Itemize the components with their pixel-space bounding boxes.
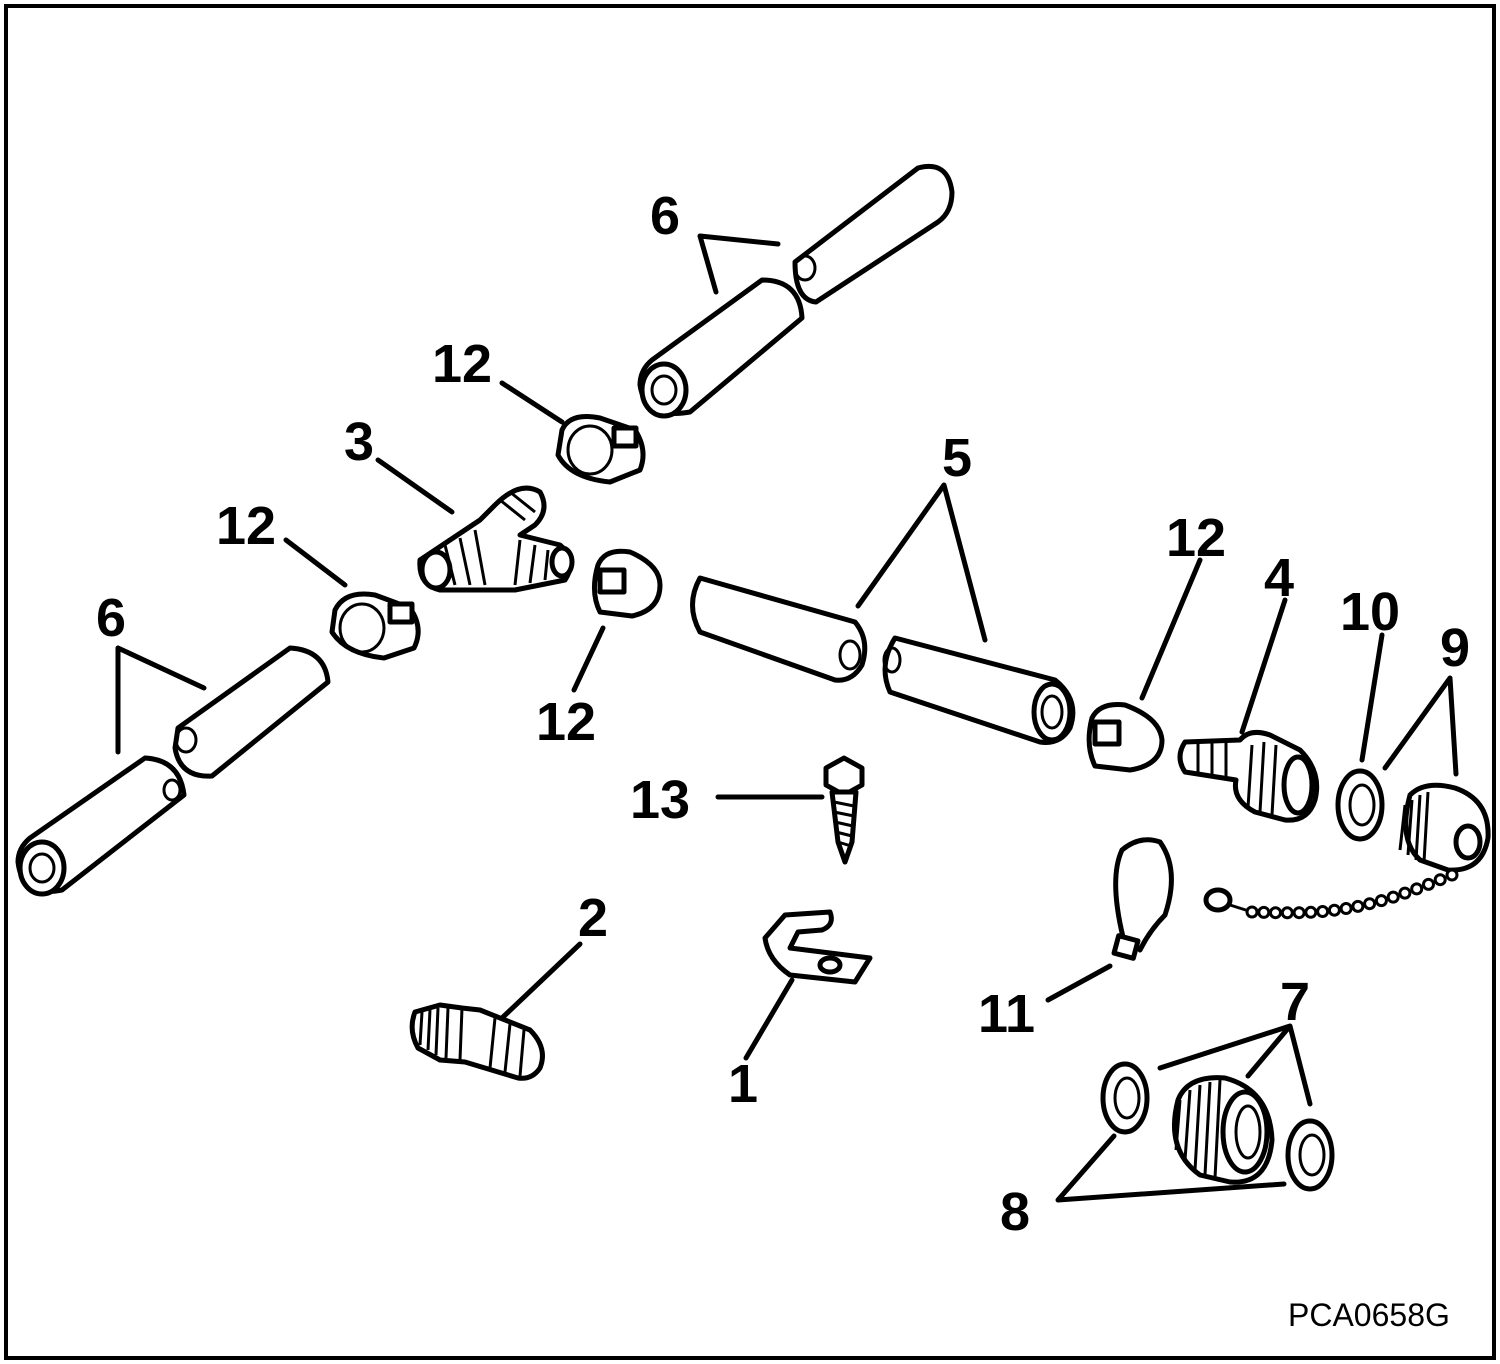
washer-8-left	[1100, 1061, 1150, 1135]
callout-6-top: 6	[650, 186, 680, 246]
chain-bead	[1257, 905, 1271, 919]
hose-fitting-4	[1177, 729, 1320, 823]
border	[4, 4, 1496, 1360]
callout-4: 4	[1264, 548, 1294, 608]
chain-bead	[1292, 906, 1306, 920]
chain-bead	[1280, 906, 1294, 920]
figure-code: PCA0658G	[1288, 1297, 1450, 1333]
hose-6-top-upper	[792, 164, 955, 305]
callout-12-left: 12	[216, 496, 276, 556]
callout-5: 5	[942, 428, 972, 488]
washer-8-right	[1285, 1118, 1335, 1192]
callout-12-right: 12	[1166, 508, 1226, 568]
cap-with-chain-9	[1203, 782, 1491, 914]
chain-bead	[1374, 894, 1388, 908]
hose-clamp-12-top	[555, 414, 646, 485]
hose-clamp-12-left	[329, 591, 421, 661]
hose-clamp-12-right	[1086, 702, 1165, 773]
callout-12-center: 12	[536, 692, 596, 752]
chain-bead	[1398, 886, 1412, 900]
callout-12-top: 12	[432, 334, 492, 394]
chain-bead	[1422, 877, 1435, 891]
callout-11: 11	[978, 984, 1035, 1044]
callout-7: 7	[1280, 972, 1310, 1032]
chain-bead	[1269, 906, 1282, 920]
callout-9: 9	[1440, 618, 1470, 678]
chain-bead	[1445, 868, 1459, 882]
callout-13: 13	[630, 770, 690, 830]
callout-8: 8	[1000, 1182, 1030, 1242]
cable-tie-11	[1111, 837, 1174, 961]
chain-bead	[1339, 902, 1353, 915]
chain-bead	[1433, 873, 1447, 887]
chain-bead	[1363, 897, 1377, 911]
hose-6-left-upper	[172, 645, 331, 779]
callout-1: 1	[728, 1054, 758, 1114]
callout-6-left: 6	[96, 588, 126, 648]
hose-clamp-12-center	[592, 548, 663, 619]
chain-bead	[1316, 905, 1330, 918]
chain-bead	[1245, 905, 1259, 919]
washer-10	[1335, 768, 1385, 842]
hose-5-left	[690, 575, 868, 683]
leader-lines	[115, 233, 1459, 1203]
chain-bead	[1410, 882, 1424, 896]
chain-bead	[1304, 905, 1318, 919]
mounting-bracket-1	[762, 909, 873, 985]
retaining-chain	[1245, 868, 1459, 920]
tee-fitting-3	[417, 485, 575, 593]
hose-6-left-lower	[15, 755, 187, 897]
chain-bead	[1327, 903, 1341, 917]
hose-6-top-lower	[637, 277, 805, 419]
chain-bead	[1386, 890, 1400, 904]
hose-connector-2	[409, 1002, 545, 1081]
screw-13	[823, 755, 865, 865]
callout-3: 3	[344, 412, 374, 472]
callout-2: 2	[578, 888, 608, 948]
callout-10: 10	[1340, 582, 1400, 642]
chain-bead	[1351, 899, 1365, 913]
callout-labels: 6 12 3 5 12 12 4 10 6 9 12 13 2 7 11 1 8	[96, 186, 1470, 1242]
hose-coupler-7	[1172, 1075, 1275, 1185]
hose-5-right	[882, 635, 1076, 745]
